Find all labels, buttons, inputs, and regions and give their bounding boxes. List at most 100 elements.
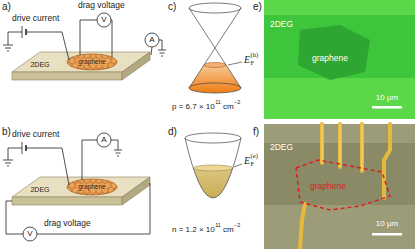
micrograph-e [264, 0, 415, 119]
dirac-cone [189, 3, 242, 93]
meter-symbol: V [101, 16, 106, 24]
unit-label: cm [223, 226, 234, 234]
illustration-part [264, 124, 415, 249]
illustration-part [37, 183, 150, 234]
layer-label: 2DEG [270, 20, 293, 29]
illustration-part [6, 201, 23, 234]
illustration-part [67, 179, 117, 195]
illustration-part [122, 52, 150, 80]
illustration-part [3, 13, 166, 60]
illustration-part [296, 160, 390, 210]
drive-label: drive current [12, 14, 59, 23]
illustration-part [193, 165, 233, 171]
illustration-part [8, 148, 22, 160]
illustration-part [3, 160, 13, 161]
panel-letter: d) [168, 127, 177, 137]
exponent: −2 [234, 100, 240, 106]
micrograph-panel: 2DEG graphene 10 μm [264, 124, 415, 249]
micrograph-f [264, 124, 415, 249]
illustration-part [116, 153, 121, 154]
illustration-part [228, 62, 242, 65]
illustration-part [361, 124, 362, 171]
sample-a [3, 13, 166, 80]
meter-symbol: A [101, 136, 106, 144]
illustration-part [204, 63, 226, 68]
scale-label: 10 μm [376, 94, 398, 102]
density-label: p = 6.7 × 10 [172, 103, 215, 111]
unit-label: cm [223, 103, 234, 111]
parabolic-band [185, 133, 242, 198]
flake-label: graphene [312, 54, 348, 63]
micrograph-panel: 2DEG graphene 10 μm [264, 0, 415, 119]
illustration-part [320, 124, 324, 163]
panel-letter: c) [168, 2, 176, 12]
drag-label: drag voltage [78, 1, 125, 10]
illustration-part [145, 33, 159, 47]
illustration-part [7, 166, 9, 167]
fermi-subscript: F [251, 161, 255, 168]
fermi-subscript: F [251, 60, 255, 67]
illustration-part [158, 50, 166, 51]
illustration-part [234, 164, 242, 167]
illustration-part [3, 45, 13, 46]
illustration-part [26, 148, 69, 185]
illustration-part [372, 233, 402, 236]
illustration-part [360, 124, 364, 171]
panel-letter: a) [2, 2, 11, 12]
drive-label: drive current [12, 130, 59, 139]
illustration-part [185, 138, 241, 198]
flake-label: graphene [77, 59, 106, 66]
exponent: 11 [215, 223, 221, 229]
illustration-part [185, 133, 242, 198]
illustration-part [339, 124, 340, 167]
illustration-part [161, 56, 163, 57]
illustration-part [189, 8, 241, 88]
illustration-part [67, 54, 117, 70]
illustration-part [12, 72, 122, 80]
illustration-part [5, 163, 11, 164]
illustration-part [298, 25, 370, 80]
illustration-part [117, 156, 119, 157]
illustration-part [80, 20, 97, 55]
illustration-part [264, 0, 415, 119]
illustration-part [189, 8, 241, 88]
illustration-part [384, 124, 390, 198]
density-label: n = 1.2 × 10 [172, 226, 215, 234]
illustration-part [67, 54, 117, 70]
illustration-part [12, 197, 122, 205]
drag-label: drag voltage [44, 219, 91, 228]
exponent: 11 [215, 100, 221, 106]
sample-b [3, 133, 150, 241]
panel-letter: b) [2, 127, 11, 137]
flake-label: graphene [310, 182, 346, 191]
layer-label: 2DEG [30, 186, 49, 193]
layer-label: 2DEG [270, 143, 293, 152]
illustration-part [8, 32, 22, 45]
illustration-part [151, 47, 152, 55]
illustration-part [114, 150, 122, 151]
illustration-part [23, 227, 37, 241]
illustration-part [97, 133, 111, 147]
meter-symbol: A [149, 36, 154, 44]
illustration-part [67, 179, 117, 195]
illustration-part [82, 140, 97, 180]
panel-letter: e) [253, 2, 262, 12]
illustration-part [321, 124, 322, 163]
illustration-part [189, 3, 241, 13]
panel-letter: f) [253, 127, 259, 137]
fermi-superscript: (h) [251, 52, 259, 59]
illustration-part [159, 40, 162, 50]
illustration-part [338, 124, 342, 167]
layer-label: 2DEG [30, 61, 49, 68]
illustration-part [5, 48, 11, 49]
exponent: −2 [234, 223, 240, 229]
illustration-part [372, 106, 402, 109]
scale-label: 10 μm [376, 220, 398, 228]
illustration-part [189, 65, 241, 93]
illustration-part [160, 53, 165, 54]
illustration-part [300, 204, 305, 249]
illustration-part [3, 133, 150, 241]
fermi-superscript: (e) [251, 153, 258, 160]
